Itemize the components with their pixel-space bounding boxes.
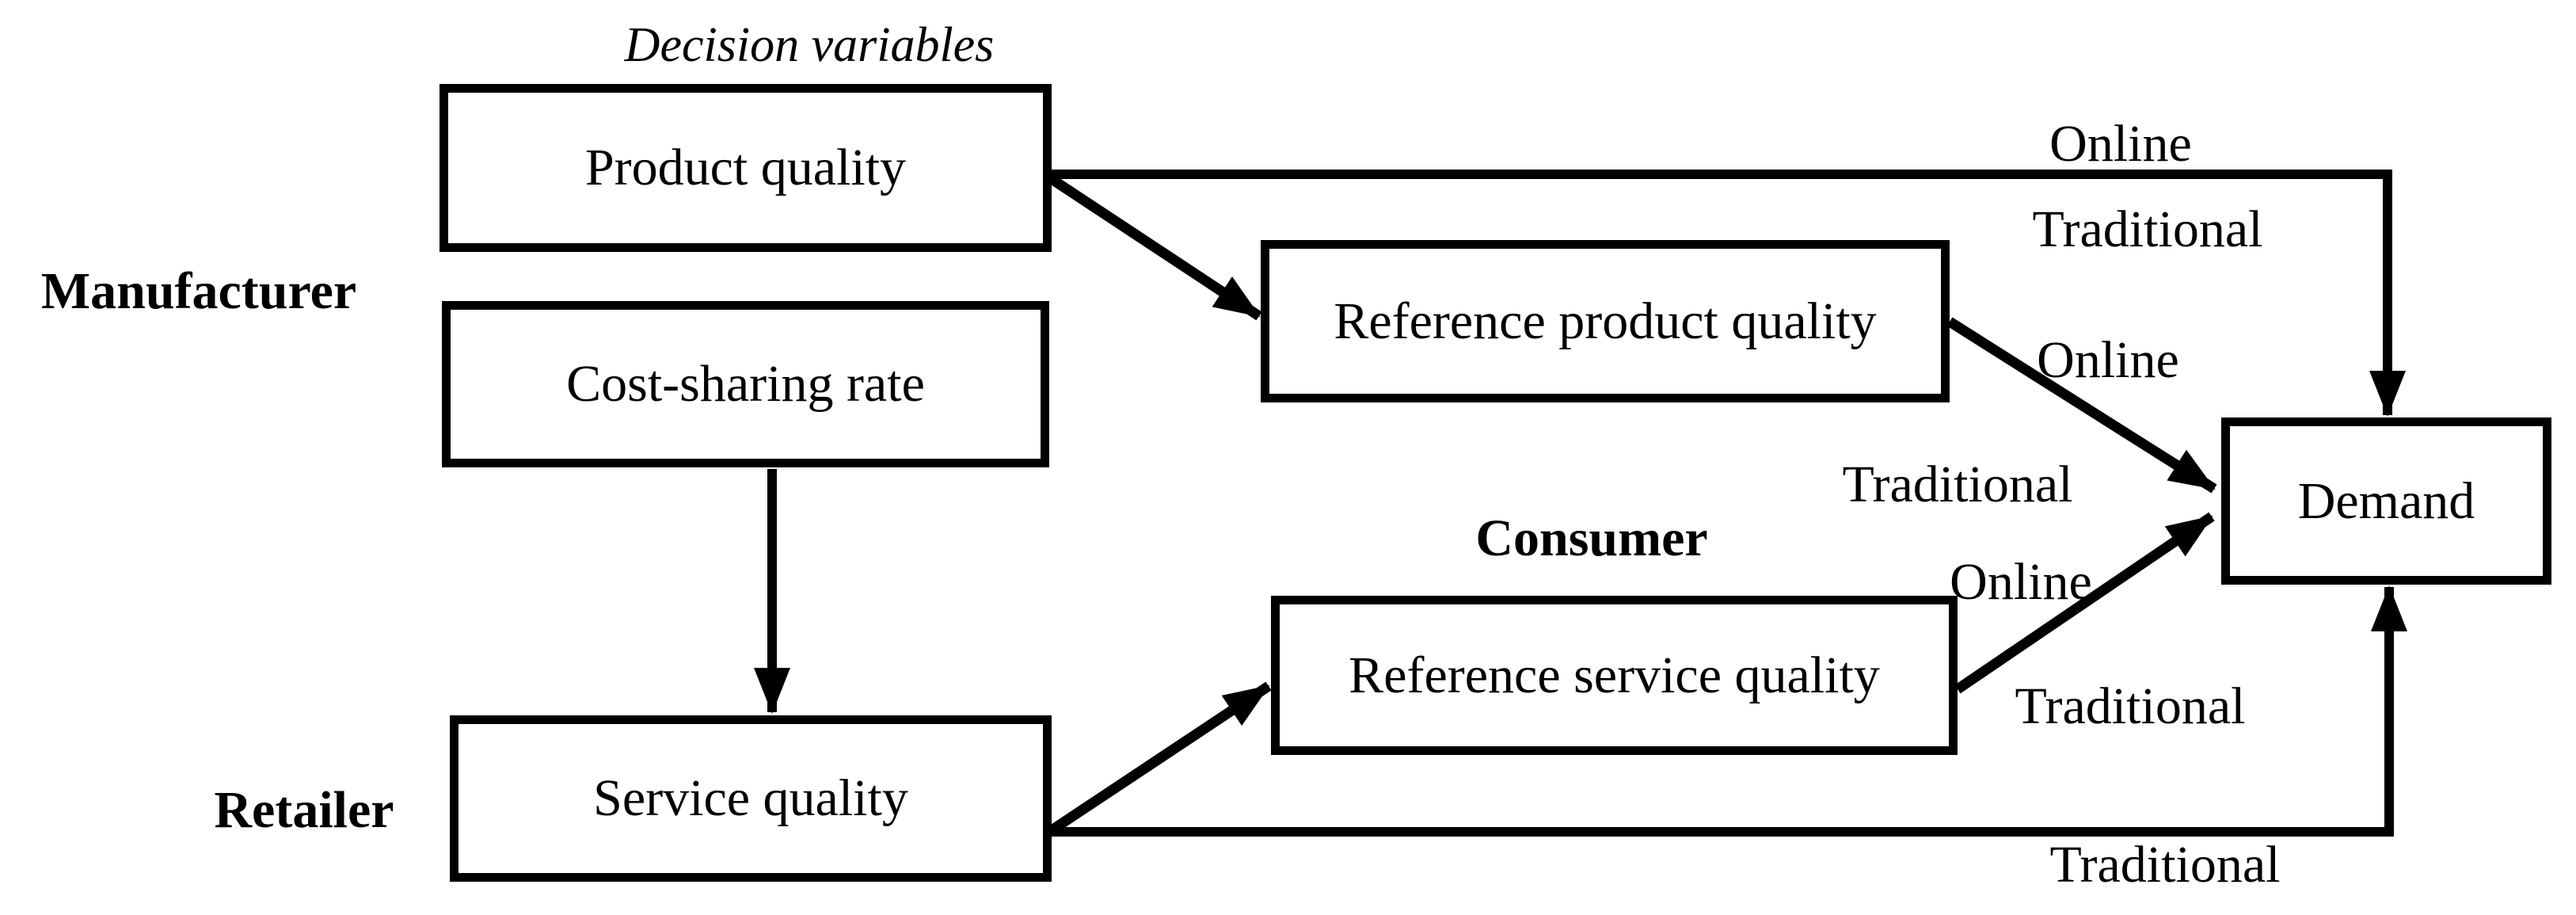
- edge-label-ref-service-demand-online: Online: [1950, 553, 2092, 611]
- edge-label-ref-product-demand-traditional: Traditional: [1842, 456, 2073, 513]
- edge-label-service-demand-traditional: Traditional: [2049, 836, 2281, 894]
- edge-ref-product-to-demand: [1946, 317, 2217, 494]
- node-service-quality-label: Service quality: [593, 769, 908, 827]
- decision-variables-caption: Decision variables: [624, 18, 995, 72]
- node-product-quality-label: Product quality: [584, 139, 907, 196]
- node-reference-service-quality: Reference service quality: [1271, 596, 1958, 755]
- node-reference-product-quality-label: Reference product quality: [1334, 292, 1877, 350]
- node-reference-service-quality-label: Reference service quality: [1349, 646, 1880, 704]
- node-demand: Demand: [2221, 417, 2551, 585]
- edge-label-ref-product-demand-online: Online: [2037, 331, 2179, 389]
- edge-label-ref-service-demand-traditional: Traditional: [2015, 677, 2246, 735]
- retailer-label: Retailer: [214, 781, 394, 839]
- node-cost-sharing-rate-label: Cost-sharing rate: [566, 355, 925, 413]
- node-cost-sharing-rate: Cost-sharing rate: [442, 301, 1049, 467]
- node-product-quality: Product quality: [439, 84, 1052, 252]
- node-demand-label: Demand: [2297, 471, 2475, 530]
- edge-ref-service-to-demand: [1954, 512, 2215, 694]
- edge-product-to-demand: [1052, 170, 2406, 417]
- edge-service-to-demand: [1052, 585, 2407, 837]
- edge-label-product-demand-online: Online: [2049, 115, 2192, 173]
- edge-product-to-ref-product: [1048, 174, 1262, 321]
- edge-label-product-demand-traditional: Traditional: [2032, 200, 2263, 258]
- edge-service-to-ref-service: [1048, 681, 1272, 835]
- node-reference-product-quality: Reference product quality: [1261, 240, 1950, 402]
- consumer-label: Consumer: [1475, 509, 1708, 567]
- manufacturer-label: Manufacturer: [40, 262, 357, 320]
- node-service-quality: Service quality: [450, 715, 1052, 882]
